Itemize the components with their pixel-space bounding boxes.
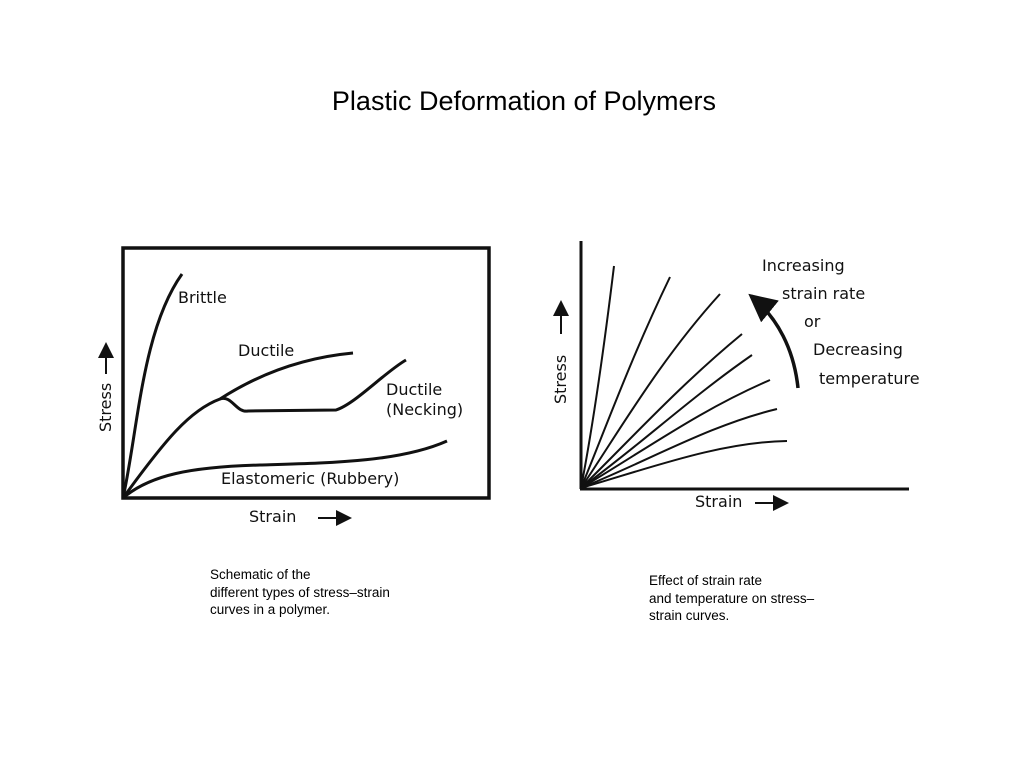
annotation-line-1: Increasing xyxy=(762,256,845,275)
annotation-line-3: or xyxy=(804,312,821,331)
stress-strain-types-diagram: Brittle Ductile Ductile (Necking) Elasto… xyxy=(96,246,491,526)
brittle-curve xyxy=(121,273,184,499)
left-figure-caption: Schematic of the different types of stre… xyxy=(210,566,390,619)
ductile-necking-label-line1: Ductile xyxy=(386,380,442,399)
slide-title: Plastic Deformation of Polymers xyxy=(331,86,717,116)
left-plot-frame xyxy=(121,246,491,500)
strain-rate-curve-7 xyxy=(580,408,778,489)
strain-rate-curve-5 xyxy=(580,354,753,489)
right-caption-line: strain curves. xyxy=(649,608,730,623)
left-y-axis-label: Stress xyxy=(96,383,115,432)
ductile-label: Ductile xyxy=(238,341,294,360)
left-caption-line: Schematic of the xyxy=(210,567,311,582)
ductile-necking-label-line2: (Necking) xyxy=(386,400,463,419)
strain-rate-curve-3 xyxy=(580,293,721,489)
annotation-line-5: temperature xyxy=(819,369,920,388)
right-y-axis-label: Stress xyxy=(551,355,570,404)
right-caption-line: and temperature on stress– xyxy=(649,590,815,606)
increasing-curved-arrow-icon xyxy=(748,293,800,389)
right-x-axis-label: Strain xyxy=(695,492,742,511)
elastomeric-curve xyxy=(122,439,448,500)
annotation-line-2: strain rate xyxy=(782,284,865,303)
strain-rate-curve-1 xyxy=(580,265,615,489)
annotation-line-4: Decreasing xyxy=(813,340,903,359)
left-x-axis-label: Strain xyxy=(249,507,296,526)
brittle-label: Brittle xyxy=(178,288,227,307)
strain-rate-curve-2 xyxy=(580,276,671,489)
strain-rate-curve-8 xyxy=(580,440,788,489)
left-caption-line: different types of stress–strain xyxy=(210,584,390,600)
left-caption-line: curves in a polymer. xyxy=(210,602,331,617)
elastomeric-label: Elastomeric (Rubbery) xyxy=(221,469,399,488)
strain-rate-curve-6 xyxy=(580,379,771,489)
strain-rate-temperature-diagram: Increasing strain rate or Decreasing tem… xyxy=(551,241,920,511)
right-figure-caption: Effect of strain rate and temperature on… xyxy=(649,572,814,625)
right-caption-line: Effect of strain rate xyxy=(649,573,763,588)
ductile-necking-curve xyxy=(219,358,407,413)
strain-rate-curve-4 xyxy=(580,333,743,489)
